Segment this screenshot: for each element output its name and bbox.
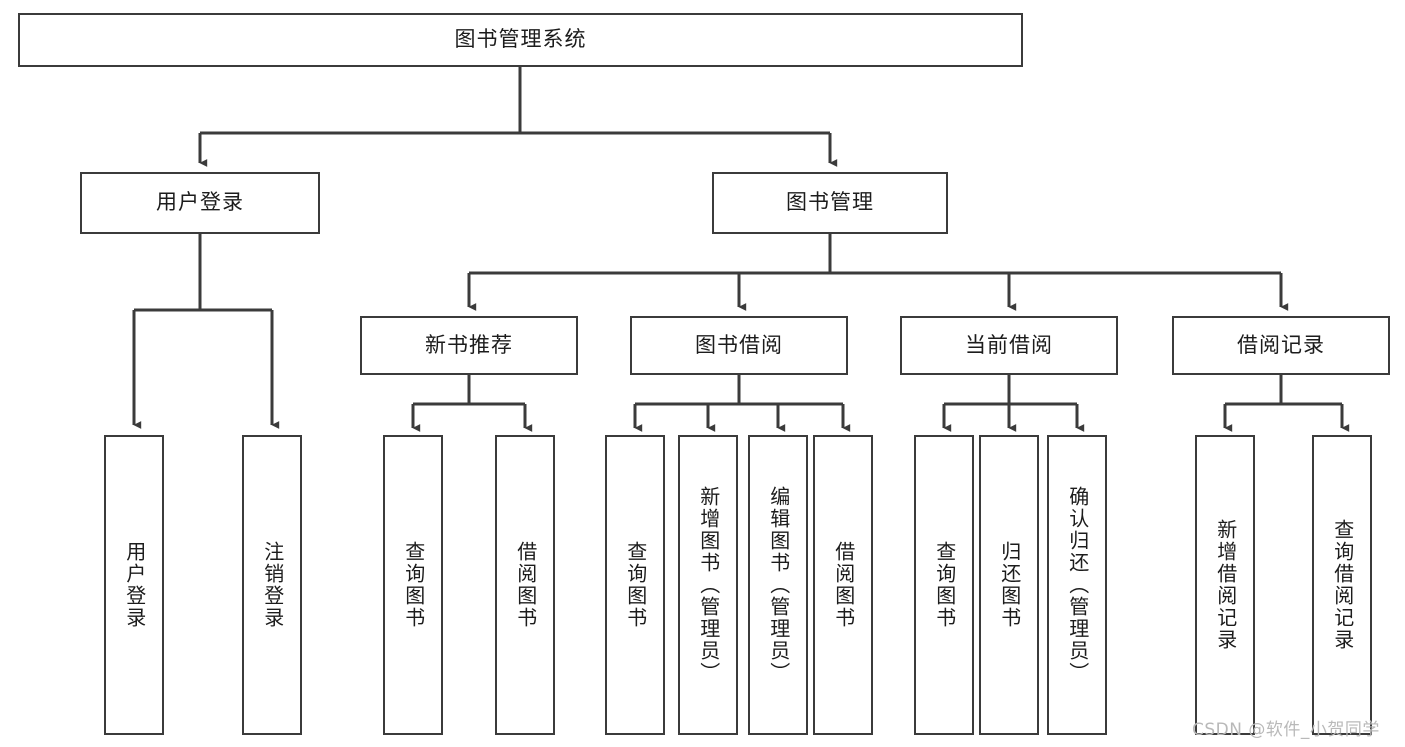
node-root[interactable]: 图书管理系统 bbox=[18, 13, 1023, 67]
node-new-book-recommend[interactable]: 新书推荐 bbox=[360, 316, 578, 375]
leaf-user-login-logout[interactable]: 注销登录 bbox=[242, 435, 302, 735]
leaf-label: 查询图书 bbox=[932, 541, 957, 629]
node-book-borrow-label: 图书借阅 bbox=[695, 332, 783, 357]
leaf-book-borrow-borrow[interactable]: 借阅图书 bbox=[813, 435, 873, 735]
node-book-borrow[interactable]: 图书借阅 bbox=[630, 316, 848, 375]
leaf-label: 查询图书 bbox=[623, 541, 648, 629]
leaf-label: 查询图书 bbox=[401, 541, 426, 629]
node-borrow-record-label: 借阅记录 bbox=[1237, 332, 1325, 357]
node-current-borrow[interactable]: 当前借阅 bbox=[900, 316, 1118, 375]
node-book-management-label: 图书管理 bbox=[786, 190, 874, 215]
leaf-label: 借阅图书 bbox=[513, 541, 538, 629]
leaf-new-book-borrow[interactable]: 借阅图书 bbox=[495, 435, 555, 735]
node-root-label: 图书管理系统 bbox=[454, 27, 587, 52]
leaf-label: 用户登录 bbox=[122, 541, 147, 629]
leaf-borrow-record-query[interactable]: 查询借阅记录 bbox=[1312, 435, 1372, 735]
leaf-label: 归还图书 bbox=[997, 541, 1022, 629]
leaf-new-book-query[interactable]: 查询图书 bbox=[383, 435, 443, 735]
node-user-login[interactable]: 用户登录 bbox=[80, 172, 320, 234]
leaf-book-borrow-add[interactable]: 新增图书（管理员） bbox=[678, 435, 738, 735]
leaf-label: 新增图书（管理员） bbox=[696, 486, 721, 684]
leaf-label: 编辑图书（管理员） bbox=[766, 486, 791, 684]
leaf-label: 借阅图书 bbox=[831, 541, 856, 629]
leaf-label: 确认归还（管理员） bbox=[1065, 486, 1090, 684]
node-borrow-record[interactable]: 借阅记录 bbox=[1172, 316, 1390, 375]
leaf-label: 新增借阅记录 bbox=[1213, 519, 1238, 651]
node-book-management[interactable]: 图书管理 bbox=[712, 172, 948, 234]
leaf-borrow-record-add[interactable]: 新增借阅记录 bbox=[1195, 435, 1255, 735]
node-user-login-label: 用户登录 bbox=[156, 190, 244, 215]
leaf-label: 查询借阅记录 bbox=[1330, 519, 1355, 651]
node-current-borrow-label: 当前借阅 bbox=[965, 332, 1053, 357]
leaf-book-borrow-query[interactable]: 查询图书 bbox=[605, 435, 665, 735]
leaf-current-borrow-query[interactable]: 查询图书 bbox=[914, 435, 974, 735]
node-new-book-recommend-label: 新书推荐 bbox=[425, 332, 513, 357]
leaf-current-borrow-confirm[interactable]: 确认归还（管理员） bbox=[1047, 435, 1107, 735]
leaf-book-borrow-edit[interactable]: 编辑图书（管理员） bbox=[748, 435, 808, 735]
csdn-watermark: CSDN @软件_小贺同学 bbox=[1192, 720, 1380, 740]
leaf-label: 注销登录 bbox=[260, 541, 285, 629]
leaf-current-borrow-return[interactable]: 归还图书 bbox=[979, 435, 1039, 735]
leaf-user-login-login[interactable]: 用户登录 bbox=[104, 435, 164, 735]
